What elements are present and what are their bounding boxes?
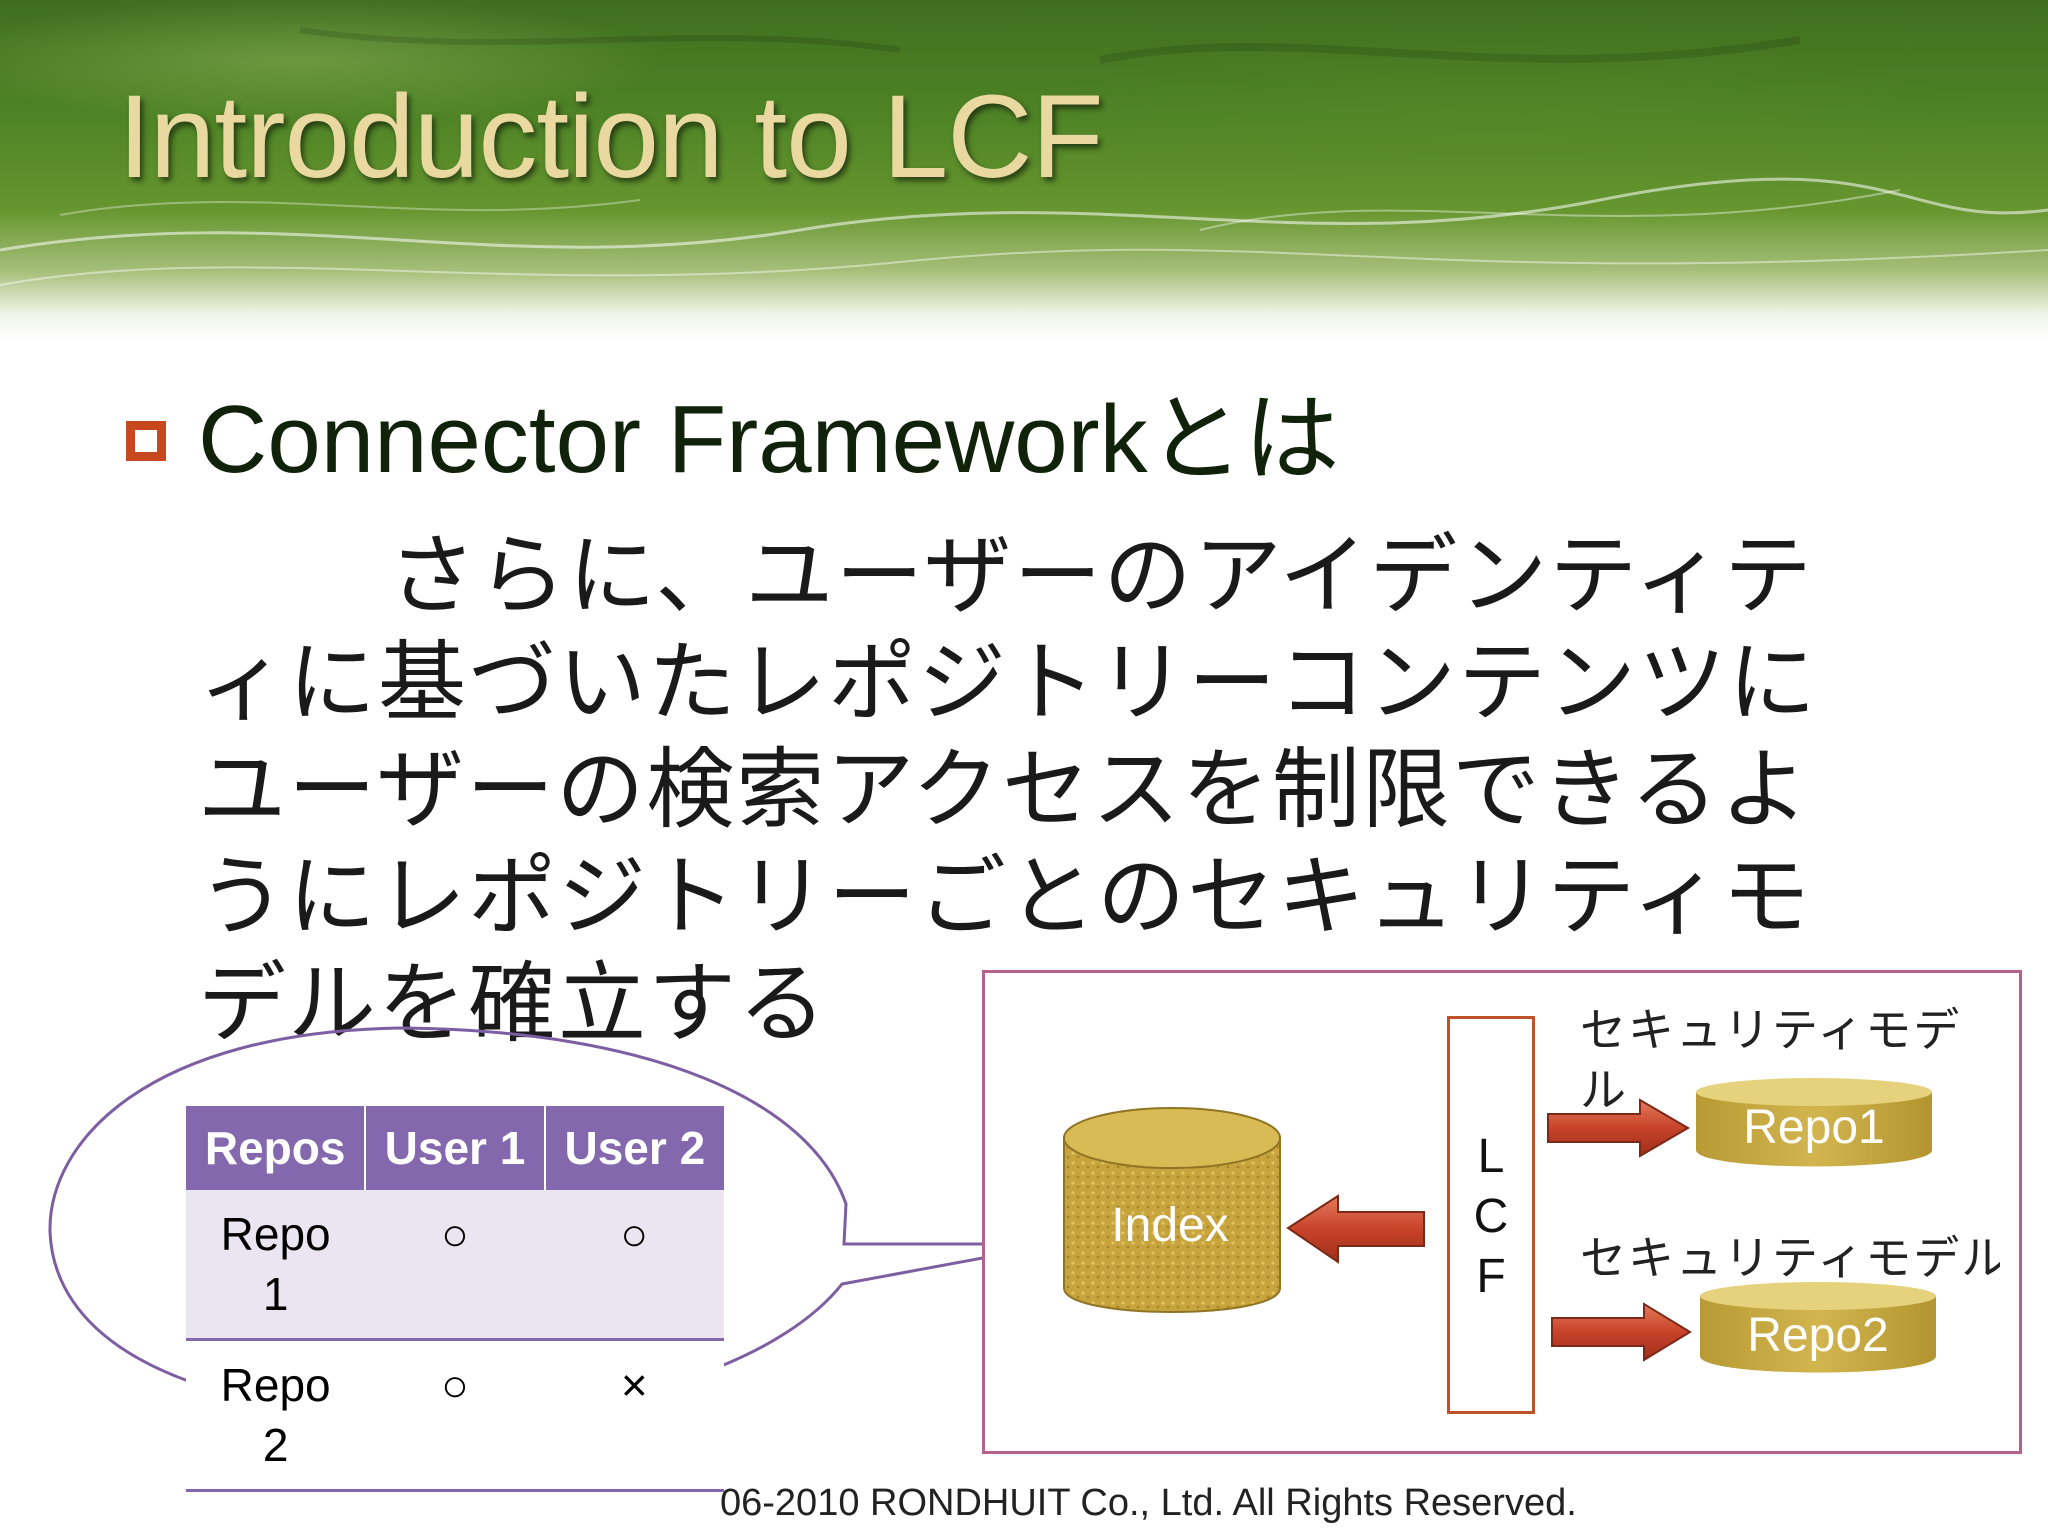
index-cylinder-icon bbox=[1063, 1107, 1281, 1313]
slide-title: Introduction to LCF bbox=[118, 71, 1104, 203]
repo-cell: Repo 1 bbox=[186, 1190, 366, 1341]
repo2-label: Repo2 bbox=[1747, 1309, 1889, 1362]
header-repos: Repos bbox=[186, 1106, 367, 1190]
security-model-label-1: セキュリティモデル bbox=[1580, 1003, 1962, 1117]
header-user-1: User 1 bbox=[365, 1106, 546, 1190]
repo1-label: Repo1 bbox=[1743, 1101, 1885, 1154]
permissions-table: Repos User 1 User 2 Repo 1 ○ ○ Repo 2 ○ … bbox=[186, 1106, 724, 1492]
lcf-letter: L bbox=[1477, 1130, 1505, 1183]
table-header-row: Repos User 1 User 2 bbox=[186, 1106, 724, 1190]
header-user-2: User 2 bbox=[544, 1106, 724, 1190]
lcf-box: L C F bbox=[1447, 1016, 1535, 1414]
repo2-cylinder-icon bbox=[1700, 1282, 1936, 1373]
header-banner bbox=[0, 0, 2048, 340]
security-model-label-2: セキュリティモデル bbox=[1580, 1231, 2000, 1285]
repo-cell: Repo 2 bbox=[186, 1339, 366, 1492]
arrow-right-icon bbox=[1551, 1302, 1692, 1362]
table-row: Repo 1 ○ ○ bbox=[186, 1190, 724, 1341]
copyright-footer: 06-2010 RONDHUIT Co., Ltd. All Rights Re… bbox=[720, 1482, 1577, 1524]
bullet-text: Connector Frameworkとは bbox=[198, 386, 1340, 493]
lcf-letter: C bbox=[1473, 1190, 1509, 1243]
permission-cell: ○ bbox=[365, 1190, 545, 1341]
permission-cell: ○ bbox=[544, 1190, 724, 1341]
permission-cell: × bbox=[544, 1339, 724, 1492]
index-label: Index bbox=[1111, 1199, 1229, 1252]
permission-cell: ○ bbox=[365, 1339, 545, 1492]
banner-texture bbox=[0, 27, 2048, 286]
table-row: Repo 2 ○ × bbox=[186, 1339, 724, 1492]
repo1-cylinder-icon bbox=[1696, 1078, 1932, 1167]
square-bullet-icon bbox=[126, 421, 166, 461]
body-paragraph: さらに、ユーザーのアイデンティティに基づいたレポジトリーコンテンツにユーザーの検… bbox=[198, 524, 1819, 1055]
arrow-right-icon bbox=[1547, 1098, 1690, 1158]
lcf-letter: F bbox=[1476, 1250, 1506, 1303]
arrow-left-icon bbox=[1286, 1194, 1425, 1264]
